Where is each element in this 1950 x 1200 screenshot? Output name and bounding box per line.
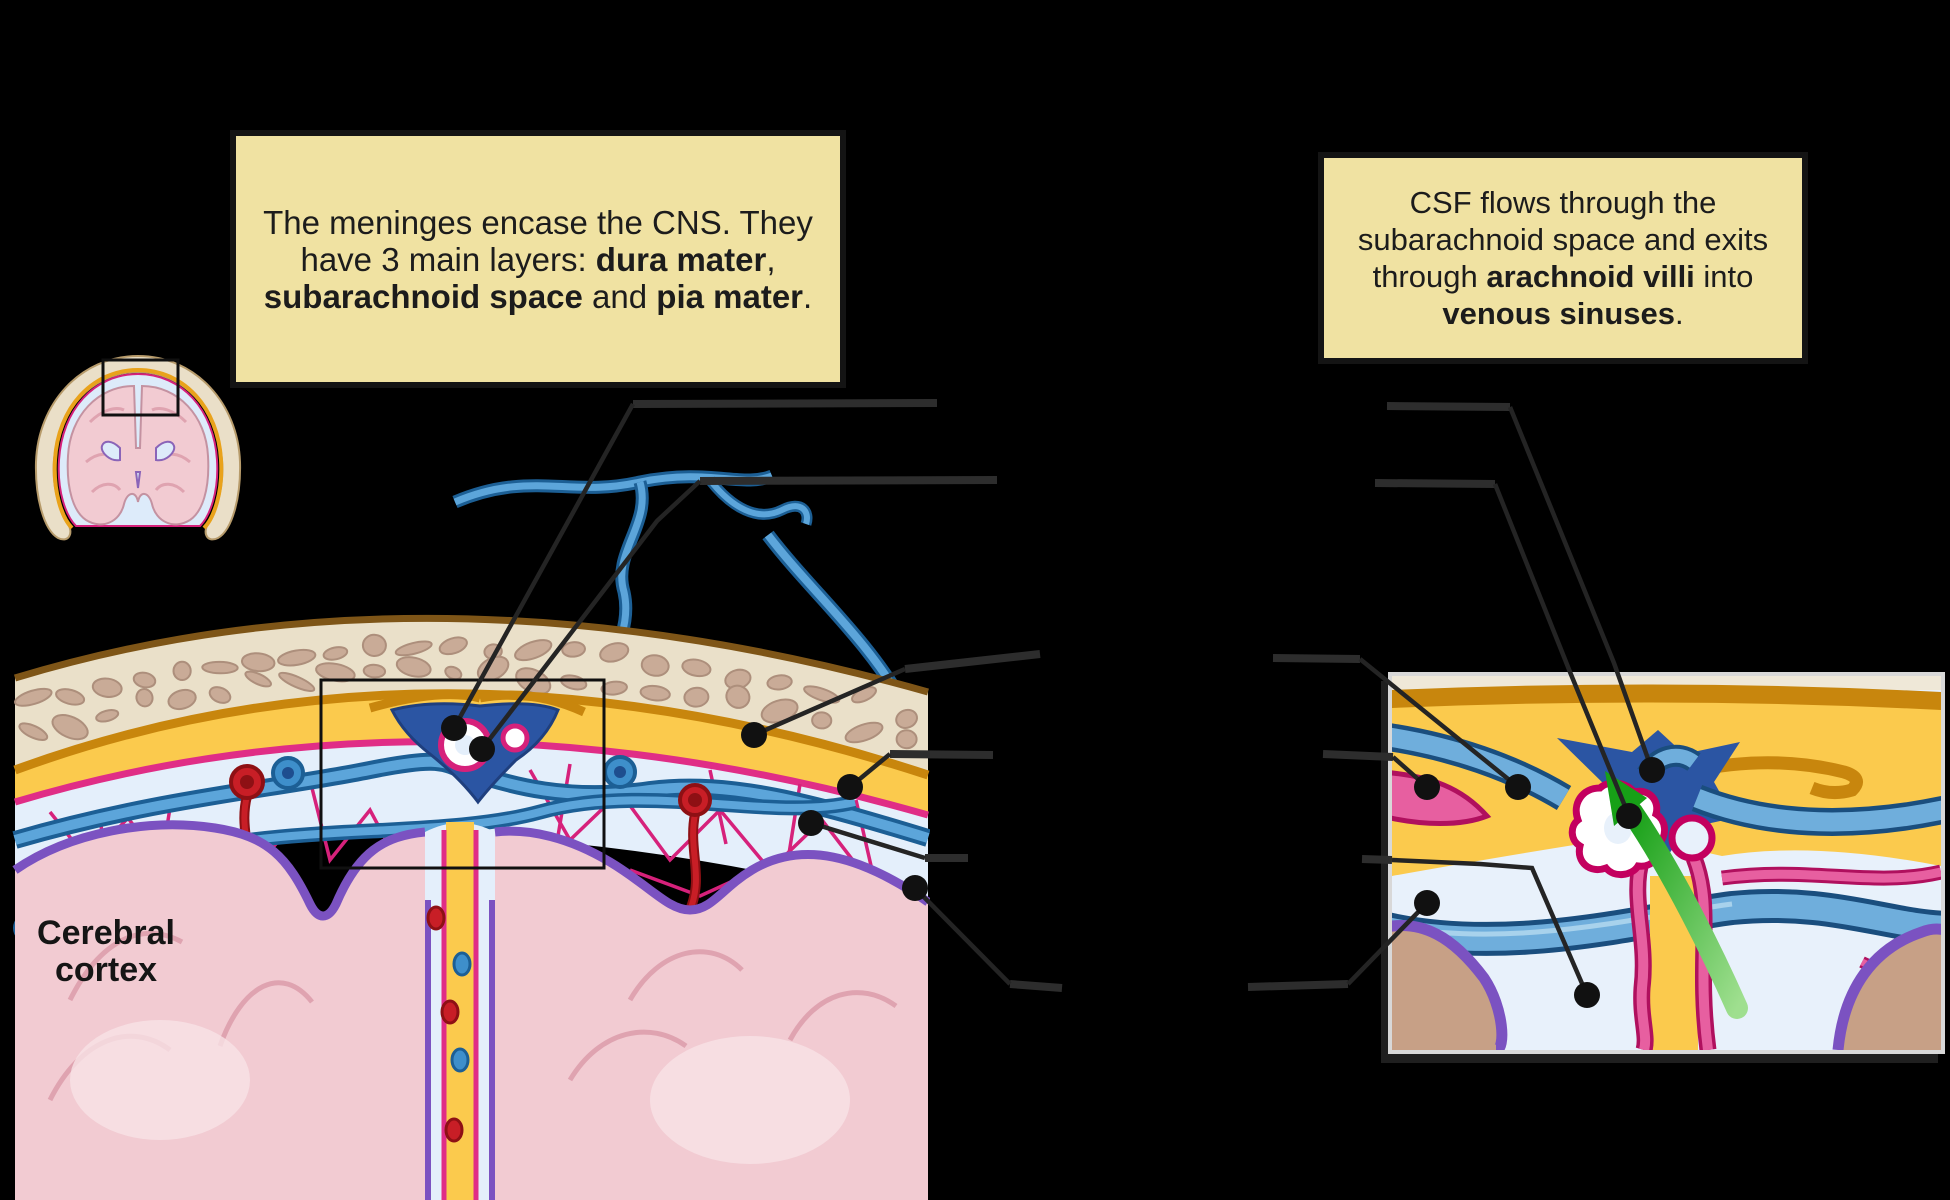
cerebral-cortex-right-hemisphere	[494, 826, 930, 1200]
dura-mater-layer	[15, 693, 928, 815]
cerebral-cortex-label: Cerebral cortex	[37, 914, 175, 989]
skull-outer-table-line	[13, 614, 929, 696]
thumbnail-zoom-rectangle	[101, 358, 180, 417]
zoom-pia-and-cortex	[1392, 919, 1941, 1050]
meninges-callout-text: The meninges encase the CNS. They have 3…	[263, 203, 813, 315]
leader-diagonals	[452, 402, 1655, 996]
bridging-veins	[12, 752, 930, 877]
pia-mater-layer	[12, 820, 426, 921]
thumbnail-ventricles	[100, 440, 176, 489]
skull-trabeculae	[14, 633, 918, 750]
illustration-zoom-rectangle	[319, 678, 606, 870]
meninges-callout-box: The meninges encase the CNS. They have 3…	[230, 130, 846, 388]
csf-callout-box: CSF flows through the subarachnoid space…	[1318, 152, 1808, 364]
zoom-dura-fold	[1690, 756, 1863, 800]
zoom-veins	[1392, 723, 1941, 956]
leader-dots	[441, 715, 1665, 1008]
cerebral-cortex-left-hemisphere	[12, 820, 426, 1200]
csf-callout-text: CSF flows through the subarachnoid space…	[1357, 185, 1769, 331]
hidden-label-bars	[632, 399, 1511, 992]
thumbnail-brain	[66, 384, 210, 526]
zoom-arteries	[1629, 854, 1941, 1050]
zoom-arachnoid-villus	[1568, 779, 1716, 878]
falx-cerebri	[425, 822, 495, 1200]
meninges-cross-section-illustration	[12, 469, 930, 1200]
